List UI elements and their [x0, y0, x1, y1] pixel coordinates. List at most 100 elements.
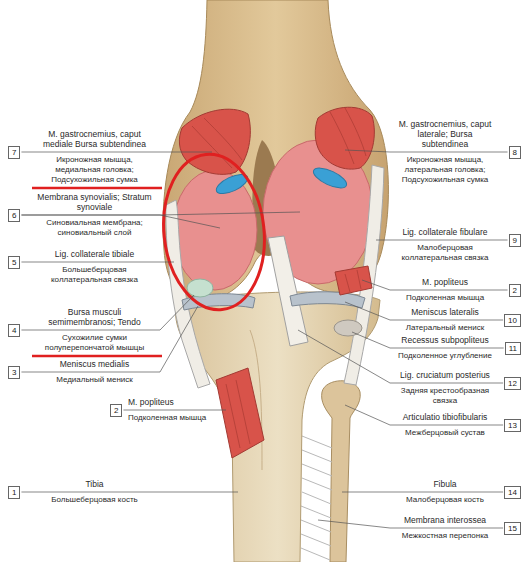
membrane-fibre [301, 506, 331, 518]
interosseous-membrane [301, 436, 332, 560]
membrane-fibre [302, 478, 332, 490]
callout-number-text: 6 [12, 211, 16, 220]
russian-term: Межкостная перепонка [395, 531, 495, 541]
russian-term: Задняя крестообразная связка [395, 386, 495, 406]
latin-term: Articulatio tibiofibularis [395, 412, 495, 422]
muscle-fibre [330, 112, 354, 164]
callout-number-text: 13 [508, 421, 517, 430]
callout-number: 11 [505, 342, 521, 355]
membrane-fibre [301, 520, 331, 532]
callout-number: 8 [509, 146, 521, 159]
semimembranosus-bursa [187, 279, 213, 297]
russian-term: Малоберцовая коллатеральная связка [395, 243, 495, 263]
callout-number-text: 7 [12, 148, 16, 157]
leader-line [123, 410, 226, 411]
callout-number: 5 [8, 256, 20, 269]
membrane-fibre [302, 436, 332, 448]
leader-line [376, 240, 508, 241]
latin-term: Fibula [395, 479, 495, 489]
fibula-bone [322, 381, 361, 562]
latin-term: Membrana interossea [395, 515, 495, 525]
leader-line [21, 295, 194, 330]
membrane-fibre [302, 492, 331, 504]
popliteus-muscle [335, 266, 372, 295]
callout-number-text: 8 [513, 148, 517, 157]
russian-term: Большеберцовая кость [37, 495, 152, 505]
membrane-fibre [302, 450, 332, 462]
membrane-fibre [301, 534, 331, 546]
leader-line [298, 330, 503, 383]
latin-term: Lig. collaterale fibulare [395, 227, 495, 237]
russian-term: Межберцовый сустав [395, 428, 495, 438]
latin-term: M. gastrocnemius, caput mediale Bursa su… [37, 129, 152, 149]
russian-term: Икроножная мышца, латеральная головка; П… [395, 155, 495, 185]
russian-term: Сухожилие сумки полуперепончатой мышцы [37, 333, 152, 353]
highlight-ellipse [156, 149, 272, 315]
gastrocnemius-lateral-head [315, 107, 374, 169]
muscle-fibre [236, 380, 250, 444]
callout-number: 4 [8, 324, 20, 337]
callout-number: 2 [509, 284, 521, 297]
callout-number: 15 [504, 522, 521, 535]
callout-number-text: 12 [508, 379, 517, 388]
muscle-fibre [192, 126, 232, 168]
callout-number-text: 2 [513, 286, 517, 295]
callout-number-text: 10 [508, 316, 517, 325]
leader-line [21, 262, 174, 263]
callout-number: 9 [509, 234, 521, 247]
muscle-fibre [226, 384, 240, 448]
callout-number-text: 9 [513, 236, 517, 245]
latin-term: Lig. collaterale tibiale [37, 249, 152, 259]
callout-number-text: 15 [508, 524, 517, 533]
latin-term: Membrana synovialis; Stratum synoviale [37, 192, 152, 212]
leader-line [21, 152, 212, 153]
leader-line [345, 405, 503, 425]
leader-line [352, 332, 504, 348]
russian-term: Латеральный мениск [395, 323, 495, 333]
callout-number: 1 [8, 486, 20, 499]
posterior-cruciate-ligament [268, 236, 308, 346]
russian-term: Подколенная мышца [128, 413, 218, 423]
muscle-fibre [357, 270, 361, 289]
leader-line [345, 150, 508, 152]
subtendinous-bursa [311, 164, 350, 192]
synovial-membrane [173, 170, 257, 290]
russian-term: Малоберцовая кость [395, 495, 495, 505]
muscle-striations [192, 108, 366, 168]
callout-number: 13 [504, 419, 521, 432]
callout-number-text: 2 [114, 406, 118, 415]
callout-number-text: 4 [12, 326, 16, 335]
muscle-fibre [345, 108, 366, 156]
callout-number-text: 3 [12, 368, 16, 377]
russian-term: Подколенное углубление [395, 351, 495, 361]
tibia-bone [175, 292, 380, 562]
russian-term: Синовиальная мембрана; синовиальный слой [37, 218, 152, 238]
callout-number: 6 [8, 209, 20, 222]
leader-line [21, 306, 198, 372]
highlight-underline [32, 187, 162, 190]
russian-term: Большеберцовая коллатеральная связка [37, 265, 152, 285]
latin-term: M. popliteus [395, 277, 495, 287]
russian-term: Медиальный мениск [37, 375, 152, 385]
callout-number: 3 [8, 366, 20, 379]
leader-line [21, 212, 300, 215]
gastrocnemius-medial-head [179, 109, 250, 174]
subpopliteal-recess [334, 320, 362, 336]
russian-term: Икроножная мышца, медиальная головка; По… [37, 155, 152, 185]
latin-term: Lig. cruciatum posterius [395, 370, 495, 380]
leader-line [342, 492, 503, 493]
latin-term: Meniscus lateralis [395, 307, 495, 317]
latin-term: M. gastrocnemius, caput laterale; Bursa … [395, 119, 495, 149]
callout-number: 10 [504, 314, 521, 327]
popliteus-muscle [216, 368, 264, 458]
callout-number-text: 14 [508, 488, 517, 497]
callout-number: 2 [110, 404, 122, 417]
latin-term: Meniscus medialis [37, 359, 152, 369]
membrane-fibre [302, 464, 332, 476]
latin-term: Tibia [37, 479, 152, 489]
membrane-fibre [301, 548, 330, 560]
callout-number-text: 5 [12, 258, 16, 267]
leader-line [345, 302, 503, 320]
leader-line [21, 492, 238, 493]
